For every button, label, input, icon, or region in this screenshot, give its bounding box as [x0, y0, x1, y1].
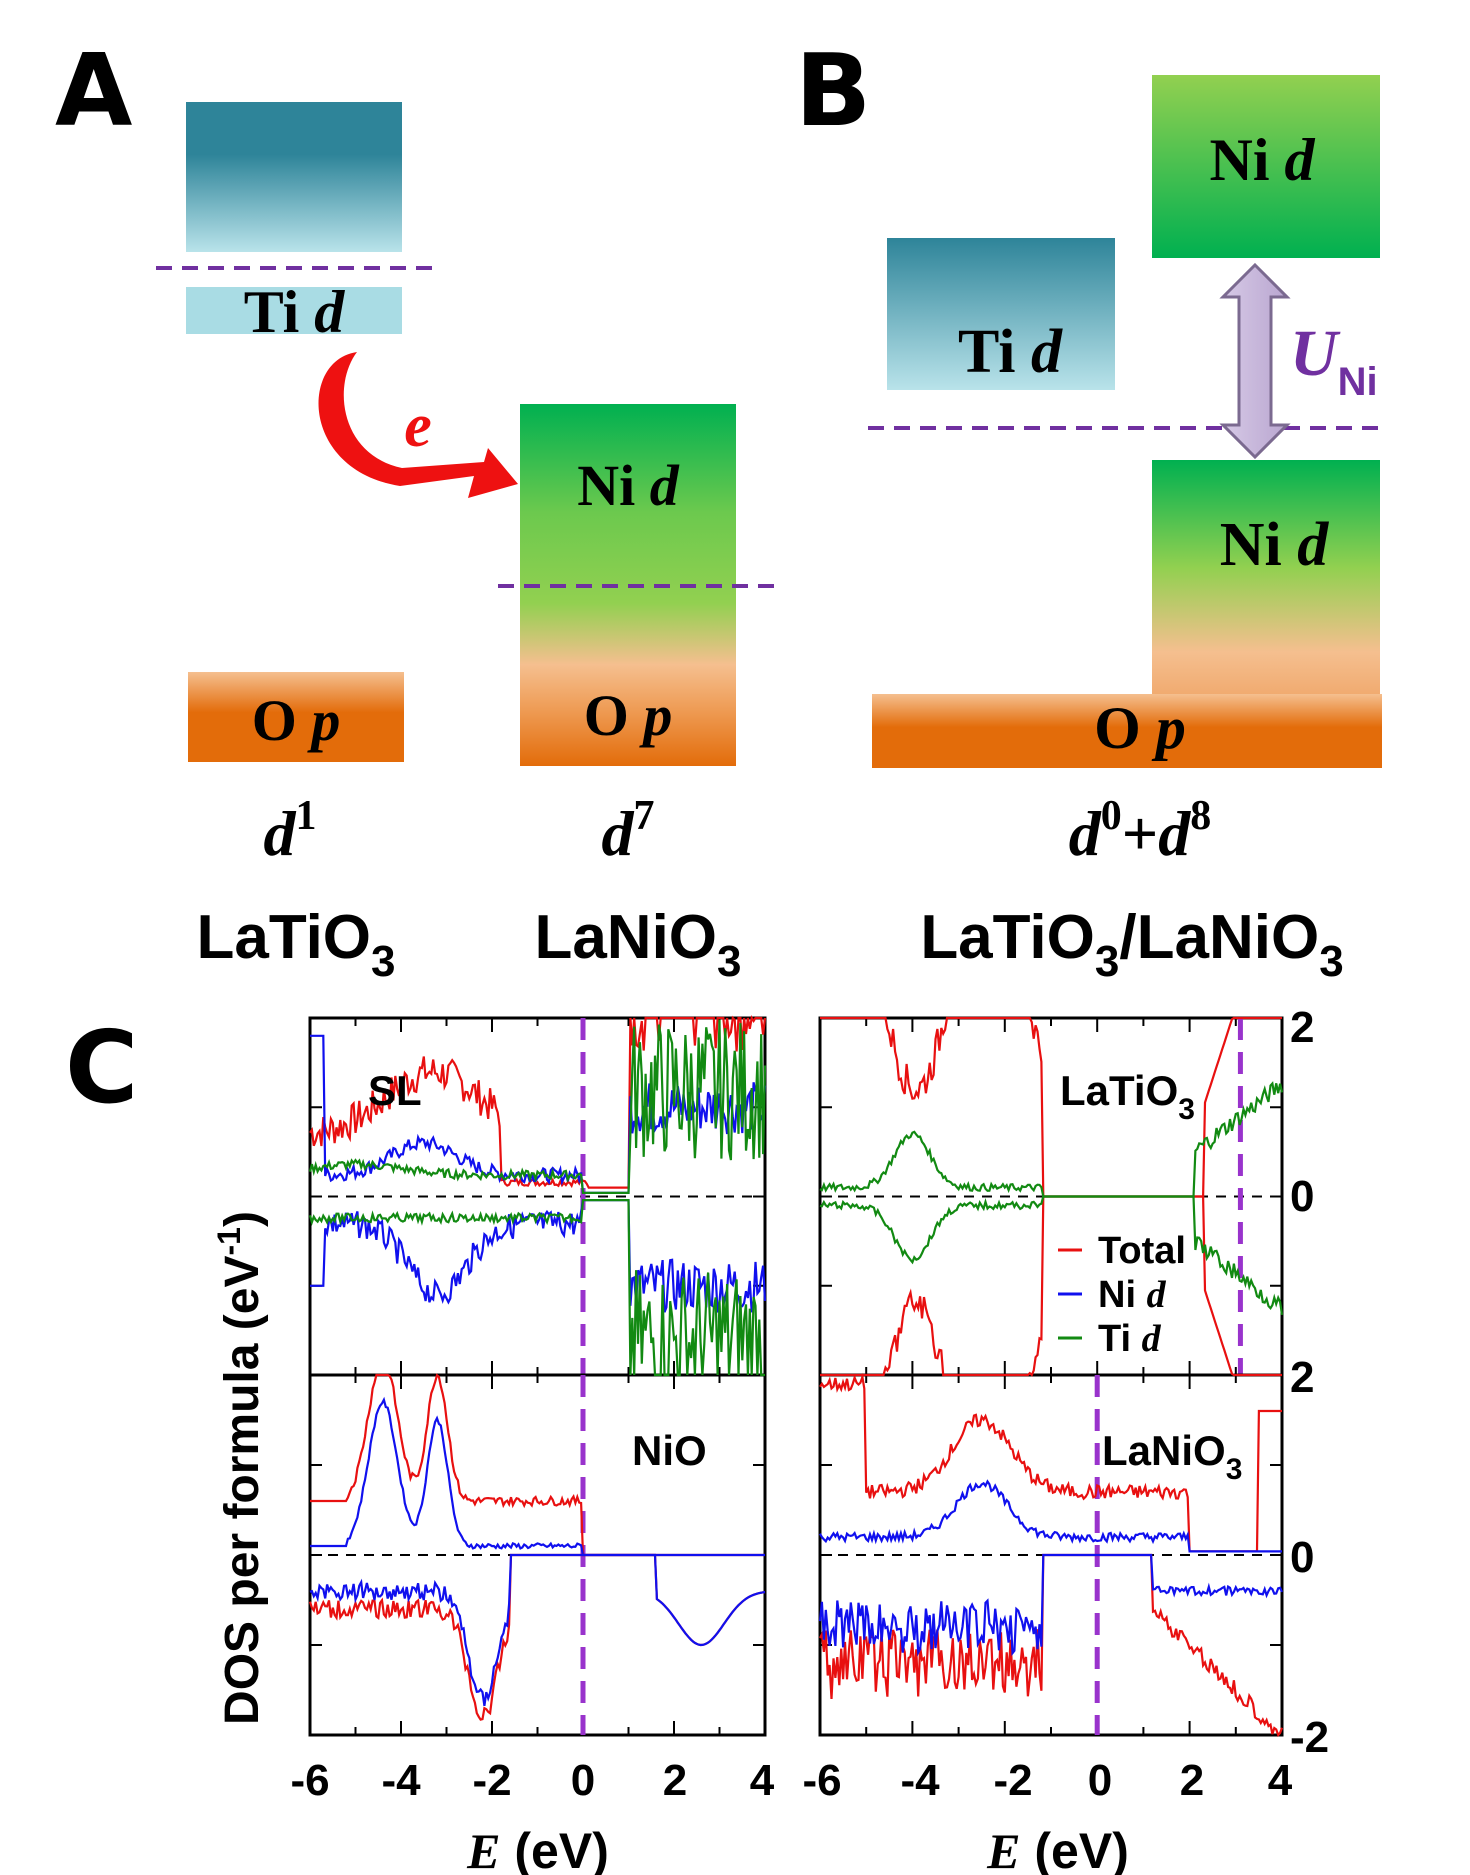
x-tick-label: -2 — [472, 1756, 511, 1805]
x-axis-label-left: E (eV) — [466, 1823, 609, 1875]
o-p-band-b — [872, 694, 1382, 768]
y-axis-label: DOS per formula (eV-1) — [211, 1211, 269, 1725]
x-tick-label: -6 — [290, 1756, 329, 1805]
x-axis-label-right: E (eV) — [986, 1823, 1129, 1875]
y-tick-label: 2 — [1290, 1003, 1314, 1052]
legend-label-ti-d: Ti d — [1098, 1318, 1162, 1360]
y-tick-label: 2 — [1290, 1353, 1314, 1402]
x-tick-label: 0 — [1088, 1756, 1112, 1805]
ti-d-label-a: Ti d — [244, 279, 346, 345]
material-lanio3: LaNiO3 — [534, 903, 741, 986]
dos-curve-ti-d-down — [819, 1195, 1284, 1316]
legend: Total Ni d Ti d — [1058, 1230, 1186, 1360]
electron-label: e — [404, 392, 432, 460]
o-p-band-latio3 — [188, 672, 404, 762]
config-d0-d8: d0+d8 — [1069, 793, 1211, 869]
panel-b: B Ni d Ti d Ni d O p UNi d0+d8 LaTiO3/La… — [795, 32, 1382, 986]
config-d1: d1 — [264, 793, 317, 869]
ti-d-label-b: Ti d — [958, 318, 1063, 386]
dos-curve-ti-d-up — [308, 1019, 767, 1195]
subplot-title-latio3: LaTiO3 — [1060, 1067, 1195, 1126]
x-tick-label: 2 — [663, 1756, 687, 1805]
dos-curve-total — [309, 1015, 767, 1189]
panel-c-label: C — [65, 1009, 138, 1126]
dos-curve-total — [820, 1016, 1282, 1198]
y-tick-label: -2 — [1290, 1713, 1329, 1762]
dos-curve-total-down — [819, 1553, 1284, 1738]
panel-a-label: A — [55, 32, 132, 149]
hubbard-u-arrow — [1219, 262, 1291, 460]
ni-d-label-b-lower: Ni d — [1220, 511, 1330, 579]
dos-curve-total-down — [820, 1195, 1282, 1377]
x-tick-label: 2 — [1180, 1756, 1204, 1805]
x-tick-labels-left: -6 -4 -2 0 2 4 — [290, 1756, 774, 1805]
x-tick-label: -4 — [900, 1756, 940, 1805]
dos-curve-ti-d-down — [308, 1198, 765, 1377]
o-p-label-a-left: O p — [252, 688, 341, 753]
panel-a: A Ti d O p Ni d O p e d1 d7 LaTiO3 LaNiO… — [55, 32, 776, 986]
panel-c: C DOS per formula (eV-1) -6 -4 -2 0 2 4 … — [65, 1003, 1329, 1875]
x-tick-label: 0 — [571, 1756, 595, 1805]
dos-curve-ni-d-down — [818, 1553, 1283, 1657]
x-tick-label: 4 — [750, 1756, 775, 1805]
y-tick-labels-right: 2 0 2 0 -2 — [1290, 1003, 1329, 1762]
dos-curve-ni-d-up — [310, 1396, 765, 1557]
y-tick-label: 0 — [1290, 1533, 1314, 1582]
ti-d-lower-band — [186, 287, 402, 334]
dos-curve-ni-d-up — [819, 1479, 1282, 1553]
o-p-label-a-right: O p — [584, 683, 673, 748]
legend-label-total: Total — [1098, 1230, 1186, 1272]
x-tick-label: 4 — [1268, 1756, 1293, 1805]
subplot-title-sl: SL — [368, 1067, 422, 1114]
material-superlattice: LaTiO3/LaNiO3 — [920, 903, 1343, 986]
ni-d-lower-hubbard-band — [1152, 460, 1380, 700]
ti-d-band-b — [887, 238, 1115, 390]
x-tick-label: -4 — [381, 1756, 421, 1805]
subplot-title-lanio3: LaNiO3 — [1102, 1427, 1242, 1486]
dos-curve-ni-d-down — [309, 1553, 766, 1707]
dos-plots — [308, 1015, 1284, 1738]
x-tick-label: -2 — [993, 1756, 1032, 1805]
config-d7: d7 — [602, 793, 655, 869]
panel-b-label: B — [795, 32, 871, 149]
legend-label-ni-d: Ni d — [1098, 1274, 1167, 1316]
ni-d-label-b-upper: Ni d — [1210, 127, 1316, 193]
electron-transfer-arrow — [318, 352, 518, 498]
x-tick-label: -6 — [802, 1756, 841, 1805]
subplot-title-nio: NiO — [632, 1427, 707, 1474]
dos-curve-ti-d-up — [819, 1081, 1284, 1198]
o-p-label-b: O p — [1094, 695, 1186, 761]
ni-d-label-a: Ni d — [577, 453, 680, 518]
ti-d-upper-band — [186, 102, 402, 252]
x-tick-labels-right: -6 -4 -2 0 2 4 — [802, 1756, 1292, 1805]
u-ni-label: UNi — [1290, 317, 1378, 404]
ni-d-upper-hubbard-band — [1152, 75, 1380, 258]
dos-curve-ni-d-down — [310, 1198, 767, 1313]
material-latio3: LaTiO3 — [196, 903, 395, 986]
dos-curve-total-down — [308, 1553, 766, 1721]
y-tick-label: 0 — [1290, 1172, 1314, 1221]
